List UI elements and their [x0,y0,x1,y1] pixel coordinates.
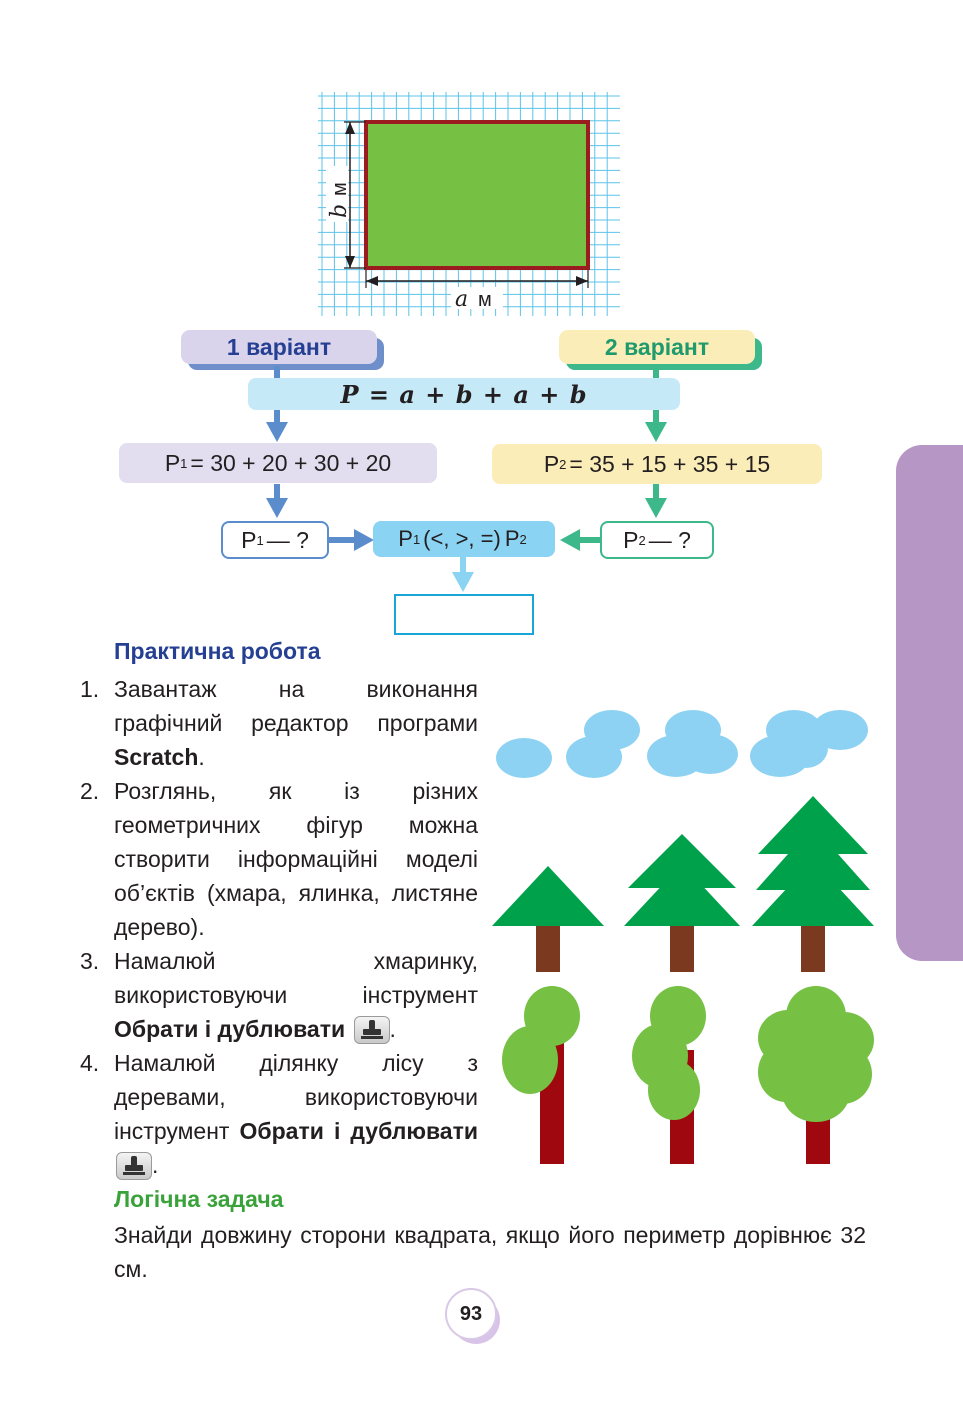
rectangle-shape [364,120,590,270]
cloud-ellipse [496,738,552,778]
list-item: 1. Завантаж на виконання графічний редак… [80,676,478,770]
page-number: 93 [445,1288,497,1340]
logic-heading: Логічна задача [114,1186,284,1212]
variant-2-label: 2 варіант [559,330,755,364]
cloud-ellipse [682,734,738,774]
side-tab [896,445,963,961]
list-item: 3. Намалюй хмаринку, використовуючи інст… [80,948,478,1044]
perimeter-grid-figure: a м b м [318,92,620,316]
practical-list: 1. Завантаж на виконання графічний редак… [80,672,478,1182]
side-b-unit: м [329,182,351,196]
list-item: 2. Розглянь, як із різних геометричних ф… [80,778,478,940]
logic-task-text: Знайди довжину сторони квадрата, якщо йо… [114,1222,866,1282]
perimeter-formula: P = a + b + a + b [248,378,680,410]
side-a-label: a [455,287,468,312]
side-a-unit: м [478,289,492,311]
side-b-label: b [327,204,352,218]
fir-trees [492,796,874,972]
cloud-ellipse [566,736,622,778]
stamp-icon [116,1152,152,1180]
practical-heading: Практична робота [114,638,321,664]
cloud-ellipse [784,728,828,768]
scratch-models-illustration [492,710,874,1164]
variant-1-label: 1 варіант [181,330,377,364]
stamp-icon [353,1016,390,1044]
clouds [496,710,868,778]
list-item: 4. Намалюй ділянку лісу з деревами, вико… [80,1050,478,1180]
answer-box [394,594,534,635]
deciduous-trees [502,986,874,1164]
flow-arrows [266,366,667,592]
